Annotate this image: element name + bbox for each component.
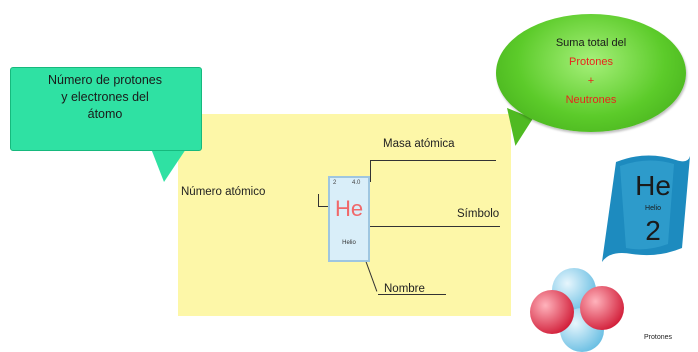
blue-helium-card xyxy=(602,155,690,262)
mass-label-line xyxy=(370,160,371,182)
mass-label-underline xyxy=(370,160,496,161)
name-label: Nombre xyxy=(384,283,425,295)
left-callout-text: Número de protones y electrones del átom… xyxy=(10,72,200,123)
symbol-label-line xyxy=(368,226,500,227)
atomic-number-label: Número atómico xyxy=(181,186,266,198)
left-callout-box xyxy=(10,67,202,151)
proton-sphere-left xyxy=(530,290,574,334)
blue-card-name: Helio xyxy=(645,205,661,212)
nucleus-proton-label: Protones xyxy=(644,334,673,341)
number-label-line xyxy=(318,194,319,206)
card-atomic-mass: 4.0 xyxy=(352,180,361,186)
symbol-label: Símbolo xyxy=(457,208,500,220)
helium-nucleus-illustration xyxy=(530,268,624,352)
left-callout-line-3: átomo xyxy=(87,107,123,121)
left-callout-tail xyxy=(150,146,188,182)
element-card xyxy=(328,176,370,262)
card-name: Helio xyxy=(342,240,356,246)
name-label-underline xyxy=(378,294,446,295)
right-callout-line-4: Neutrones xyxy=(565,94,617,106)
card-atomic-number: 2 xyxy=(333,180,337,186)
number-label-underline xyxy=(318,206,332,207)
left-callout-line-1: Número de protones xyxy=(48,73,162,87)
blue-card-symbol: He xyxy=(635,170,671,201)
right-callout-text: Suma total del Protones + Neutrones xyxy=(521,34,661,110)
right-callout-line-3: + xyxy=(587,75,595,87)
right-callout-line-2: Protones xyxy=(568,56,614,68)
proton-sphere-right xyxy=(580,286,624,330)
card-symbol: He xyxy=(334,196,364,221)
blue-card-number: 2 xyxy=(645,215,661,246)
left-callout-line-2: y electrones del xyxy=(61,90,149,104)
right-callout-bubble xyxy=(496,14,686,132)
atomic-mass-label: Masa atómica xyxy=(383,138,455,150)
right-callout-line-1: Suma total del xyxy=(555,37,627,49)
